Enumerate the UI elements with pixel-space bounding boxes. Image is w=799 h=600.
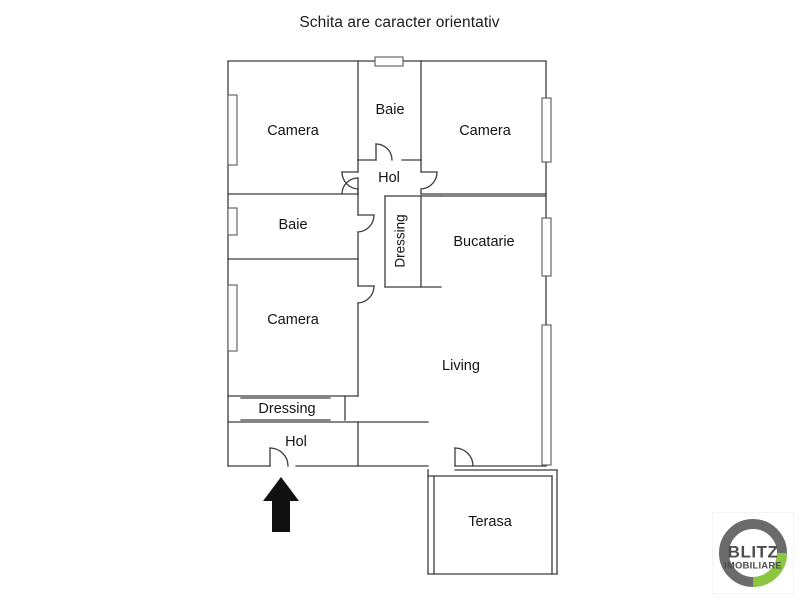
door-terasa (454, 447, 474, 467)
door-camera-left (357, 285, 375, 304)
logo-primary-text: BLITZ (728, 542, 779, 561)
room-label-hol-center: Hol (378, 170, 400, 186)
logo-ring-accent (752, 552, 787, 587)
watermark-logo: BLITZ IMOBILIARE (711, 511, 795, 595)
room-label-camera-left: Camera (267, 312, 320, 328)
entrance-arrow (263, 477, 299, 532)
room-label-dressing-bottom: Dressing (258, 401, 315, 417)
window-top-baie (374, 56, 404, 67)
windows-group (227, 56, 552, 466)
logo-secondary-text: IMOBILIARE (724, 561, 782, 572)
room-label-baie-top: Baie (375, 102, 404, 118)
door-baie-top (375, 143, 393, 161)
room-label-terasa: Terasa (468, 514, 512, 530)
door-baie-left (341, 171, 359, 190)
window-right-lower (541, 324, 552, 466)
window-left-lower (227, 284, 238, 352)
window-right-mid (541, 217, 552, 277)
page-title: Schita are caracter orientativ (299, 14, 500, 31)
door-baie-left-corridor (357, 214, 375, 233)
room-label-bucatarie: Bucatarie (453, 234, 514, 250)
room-label-hol-bottom: Hol (285, 434, 307, 450)
window-left-mid (227, 207, 238, 236)
window-right-upper (541, 97, 552, 163)
door-entrance (269, 447, 289, 467)
room-label-camera-top-right: Camera (459, 123, 512, 139)
blitz-logo-svg: BLITZ IMOBILIARE (711, 511, 795, 595)
door-camera-top-left (341, 177, 359, 195)
window-left-upper (227, 94, 238, 166)
room-label-dressing-vertical: Dressing (393, 214, 408, 267)
door-camera-top-right (420, 171, 438, 190)
room-label-living: Living (442, 358, 480, 374)
room-label-baie-left: Baie (278, 217, 307, 233)
room-label-camera-top-left: Camera (267, 123, 320, 139)
